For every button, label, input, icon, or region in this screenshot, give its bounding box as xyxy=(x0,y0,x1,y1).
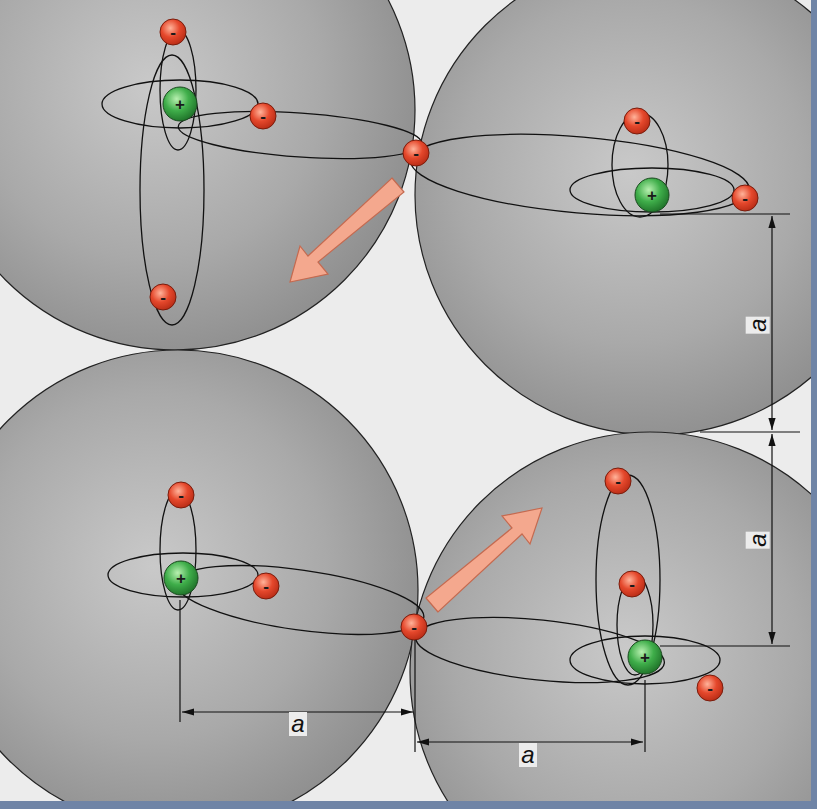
charge-sign: - xyxy=(162,21,184,43)
charge-sign: - xyxy=(152,286,174,308)
dimension-label: a xyxy=(519,743,536,767)
atom-sphere xyxy=(0,350,418,801)
charge-sign: - xyxy=(403,616,425,638)
dimension-label: a xyxy=(289,712,306,736)
electron-orbit xyxy=(102,30,753,693)
atom-sphere xyxy=(0,0,415,350)
atom-sphere xyxy=(410,432,811,801)
charge-sign: - xyxy=(255,575,277,597)
nucleus xyxy=(163,87,669,674)
charge-sign: - xyxy=(607,470,629,492)
charge-sign: - xyxy=(405,142,427,164)
charge-sign: - xyxy=(699,677,721,699)
motion-arrow xyxy=(426,508,542,612)
dimension-line xyxy=(180,214,800,752)
charge-sign: - xyxy=(621,573,643,595)
charge-sign: - xyxy=(170,484,192,506)
charge-sign: - xyxy=(252,105,274,127)
atom-sphere xyxy=(415,0,811,435)
dimension-label: a xyxy=(746,531,770,548)
charge-sign: + xyxy=(170,567,192,589)
charge-sign: + xyxy=(169,93,191,115)
motion-arrow xyxy=(290,178,404,282)
charge-sign: + xyxy=(641,184,663,206)
charge-sign: - xyxy=(626,110,648,132)
charge-sign: - xyxy=(734,187,756,209)
electron xyxy=(150,19,758,701)
charge-sign: + xyxy=(634,646,656,668)
dimension-label: a xyxy=(746,316,770,333)
